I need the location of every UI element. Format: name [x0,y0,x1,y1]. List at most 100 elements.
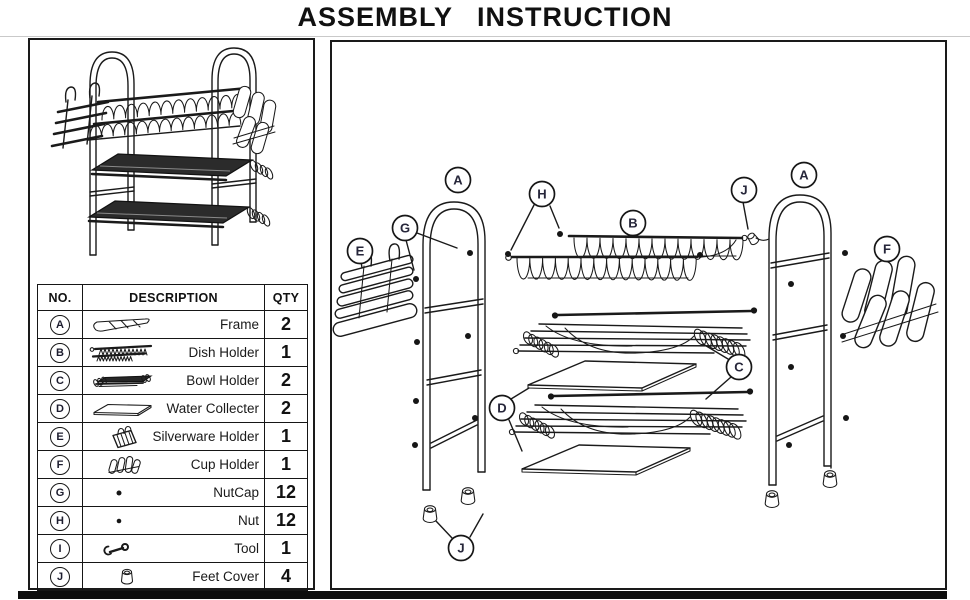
table-row: F Cup Holder 1 [37,450,308,479]
part-letter-badge: J [50,566,70,587]
svg-text:C: C [734,360,744,375]
svg-text:B: B [628,216,637,231]
table-row: H Nut 12 [37,506,308,535]
bowl-holder-icon [89,373,155,389]
part-letter-badge: C [50,370,70,391]
frame-icon [89,317,157,333]
label-bowl-holder: C [725,353,753,381]
header-qty: QTY [264,284,308,311]
table-row: D Water Collecter 2 [37,394,308,423]
part-description: Dish Holder [188,345,259,360]
svg-text:E: E [356,244,365,259]
part-letter-badge: A [50,314,70,335]
svg-text:D: D [497,401,506,416]
part-letter-badge: E [50,426,70,447]
table-row: A Frame 2 [37,310,308,339]
silverware-holder-part [332,243,418,338]
table-row: E Silverware Holder 1 [37,422,308,451]
label-dish-holder: B [619,209,647,237]
part-qty: 2 [264,366,308,395]
nut-dots [412,231,849,448]
label-silverware-holder: E [346,237,374,265]
feet-cover-icon [119,568,135,586]
tool-icon [101,540,131,557]
table-row: G NutCap 12 [37,478,308,507]
table-row: C Bowl Holder 2 [37,366,308,395]
parts-table: NO. DESCRIPTION QTY A Frame 2 B [37,284,308,591]
cup-holder-part [841,255,939,349]
part-description: Water Collecter [166,401,259,416]
label-feet-cover-top: J [730,176,758,204]
part-qty: 1 [264,450,308,479]
frame-part-right [768,194,832,486]
label-cup-holder: F [873,235,901,263]
part-description: Frame [219,317,259,332]
table-row: B Dish Holder 1 [37,338,308,367]
label-water-collector: D [488,394,516,422]
feet-cover-part-4 [822,470,838,489]
table-row: I Tool 1 [37,534,308,563]
part-qty: 1 [264,534,308,563]
product-bottom-shelf [87,200,271,229]
header-no: NO. [37,284,83,311]
label-frame-left: A [444,166,472,194]
parts-table-header: NO. DESCRIPTION QTY [37,284,308,311]
title-divider [0,36,970,37]
svg-text:A: A [453,173,463,188]
table-row: J Feet Cover 4 [37,562,308,591]
svg-text:G: G [400,221,410,236]
part-qty: 12 [264,506,308,535]
feet-cover-part-top [747,232,770,246]
parts-panel: NO. DESCRIPTION QTY A Frame 2 B [28,38,315,591]
feet-cover-part-2 [460,487,476,506]
part-description: Silverware Holder [152,429,259,444]
water-collector-part-1 [527,360,697,392]
product-cup-holder [232,85,277,155]
part-letter-badge: I [50,538,70,559]
product-right-frame [211,47,257,246]
svg-text:J: J [457,541,464,556]
page-title: ASSEMBLY INSTRUCTION [297,2,673,32]
frame-part-left [422,201,486,491]
part-qty: 1 [264,338,308,367]
dish-holder-icon [87,343,159,363]
water-collector-icon [91,401,153,416]
part-description: Cup Holder [190,457,259,472]
leader-lines [405,201,749,539]
svg-text:A: A [799,168,809,183]
part-description: Feet Cover [192,569,259,584]
cup-holder-icon [107,453,141,476]
label-feet-cover-bottom: J [447,534,475,562]
part-description: NutCap [213,485,259,500]
part-letter-badge: D [50,398,70,419]
silverware-holder-icon [109,424,139,449]
part-qty: 2 [264,310,308,339]
svg-text:H: H [537,187,546,202]
part-letter-badge: F [50,454,70,475]
bowl-holder-part-1 [512,306,759,362]
part-description: Nut [237,513,259,528]
bottom-bar [18,591,947,599]
part-qty: 1 [264,422,308,451]
product-dish-holder [87,86,250,141]
water-collector-part-2 [521,444,691,476]
part-qty: 12 [264,478,308,507]
part-letter-badge: H [50,510,70,531]
part-letter-badge: B [50,342,70,363]
header-description: DESCRIPTION [82,284,265,311]
part-description: Tool [234,541,259,556]
part-letter-badge: G [50,482,70,503]
label-nutcap: G [391,214,419,242]
feet-cover-part-3 [764,490,780,509]
part-qty: 4 [264,562,308,591]
svg-text:F: F [883,242,891,257]
nut-icon [115,517,123,525]
label-frame-right: A [790,161,818,189]
product-middle-shelf [90,153,274,182]
exploded-diagram: A G E H B J A F C [332,161,939,562]
exploded-diagram-panel: A G E H B J A F C [330,40,947,590]
bowl-holder-part-2 [508,387,755,443]
nutcap-icon [115,489,123,497]
product-silverware-holder [50,82,110,149]
svg-text:J: J [740,183,747,198]
